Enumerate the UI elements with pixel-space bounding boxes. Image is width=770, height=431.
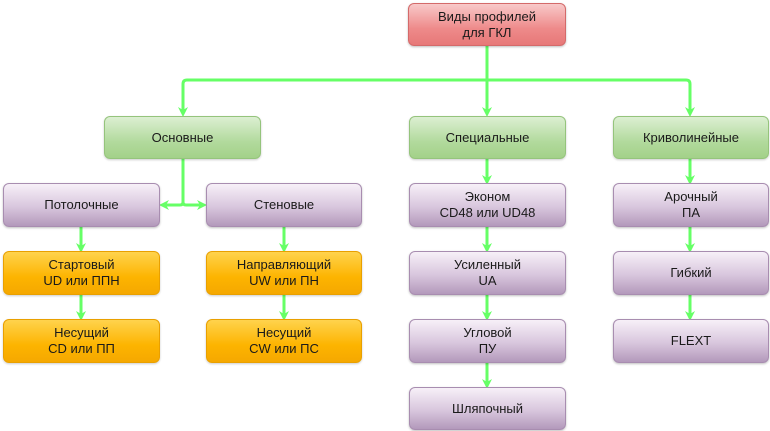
curved-arched: Арочный ПА [613,183,769,227]
special-hat: Шляпочный [409,387,566,430]
connector-basic-trunk [179,159,185,207]
special-reinforced: Усиленный UA [409,251,566,295]
profile-starter: Стартовый UD или ППН [3,251,160,295]
connector-root-curved [487,78,695,117]
root-node: Виды профилей для ГКЛ [408,3,566,46]
subtype-wall: Стеновые [206,183,362,227]
category-curved: Криволинейные [613,116,769,159]
curved-flext: FLEXT [613,319,769,363]
profile-guide: Направляющий UW или ПН [206,251,362,295]
connector-root-basic [178,78,487,117]
special-corner: Угловой ПУ [409,319,566,363]
special-econom: Эконом CD48 или UD48 [409,183,566,227]
category-basic: Основные [104,116,261,159]
profile-wall-bearing: Несущий CW или ПС [206,319,362,363]
category-special: Специальные [409,116,566,159]
profile-ceiling-bearing: Несущий CD или ПП [3,319,160,363]
curved-flexible: Гибкий [613,251,769,295]
subtype-ceiling: Потолочные [3,183,160,227]
connector-basic-wall [181,200,207,210]
